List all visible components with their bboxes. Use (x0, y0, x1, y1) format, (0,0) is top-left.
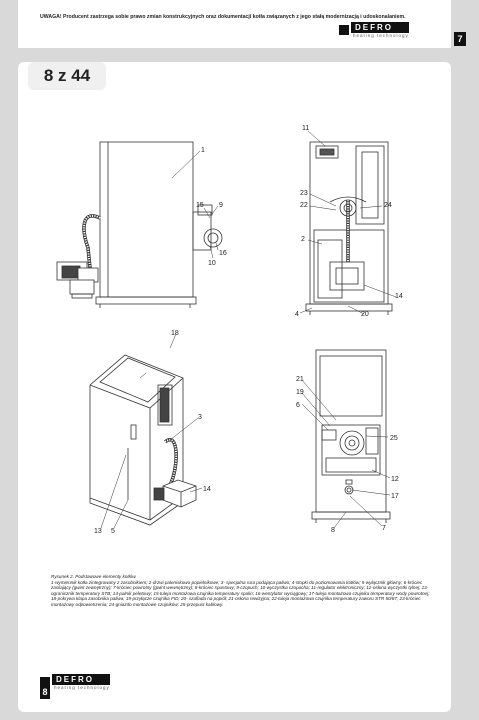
callout-21: 21 (296, 376, 304, 383)
perspective-view-drawing (89, 354, 197, 526)
front-view-open-drawing (305, 141, 393, 315)
callout-22: 22 (300, 202, 308, 209)
logo-brand: DEFRO (351, 22, 409, 33)
callout-11: 11 (302, 125, 309, 132)
leader-lines (100, 130, 397, 529)
callout-9: 9 (219, 202, 223, 209)
callout-16: 16 (219, 250, 227, 257)
logo-brand: DEFRO (52, 674, 110, 685)
callout-15: 15 (196, 202, 204, 209)
rear-view-drawing (311, 349, 391, 523)
callout-10: 10 (208, 260, 216, 267)
callout-12: 12 (391, 476, 399, 483)
caption-title: Rysunek 2. Podstawowe elementy kotłów. (51, 574, 137, 579)
page-indicator: 8 z 44 (28, 62, 106, 90)
callout-23: 23 (300, 190, 308, 197)
callout-5: 5 (111, 528, 115, 535)
figure-caption: Rysunek 2. Podstawowe elementy kotłów. 1… (51, 574, 431, 607)
callout-19: 19 (296, 389, 304, 396)
footer-logo: DEFRO heating technology (40, 674, 110, 690)
callout-14b: 14 (203, 486, 211, 493)
logo-mark-icon (339, 25, 349, 35)
logo-tagline: heating technology (54, 685, 110, 690)
callout-7: 7 (382, 525, 386, 532)
logo-mark-icon (40, 677, 50, 687)
callout-20: 20 (361, 311, 369, 318)
callout-2: 2 (301, 236, 305, 243)
callout-6: 6 (296, 402, 300, 409)
callout-3: 3 (198, 414, 202, 421)
callout-24: 24 (384, 202, 392, 209)
side-view-drawing (56, 141, 223, 308)
caption-text: 1-wymiennik kotła zintegrowany z zasobni… (51, 579, 430, 607)
page-number: 8 (40, 685, 50, 699)
logo-tagline: heating technology (353, 33, 409, 38)
callout-4: 4 (295, 311, 299, 318)
callout-18: 18 (171, 330, 179, 337)
callout-1: 1 (201, 147, 205, 154)
previous-page-logo: DEFRO heating technology (339, 22, 409, 38)
previous-page-warning: UWAGA! Producent zastrzega sobie prawo z… (40, 14, 406, 20)
callout-25: 25 (390, 435, 398, 442)
previous-page-number: 7 (454, 32, 466, 46)
callout-8: 8 (331, 527, 335, 534)
callout-13: 13 (94, 528, 102, 535)
callout-17: 17 (391, 493, 399, 500)
callout-14: 14 (395, 293, 403, 300)
